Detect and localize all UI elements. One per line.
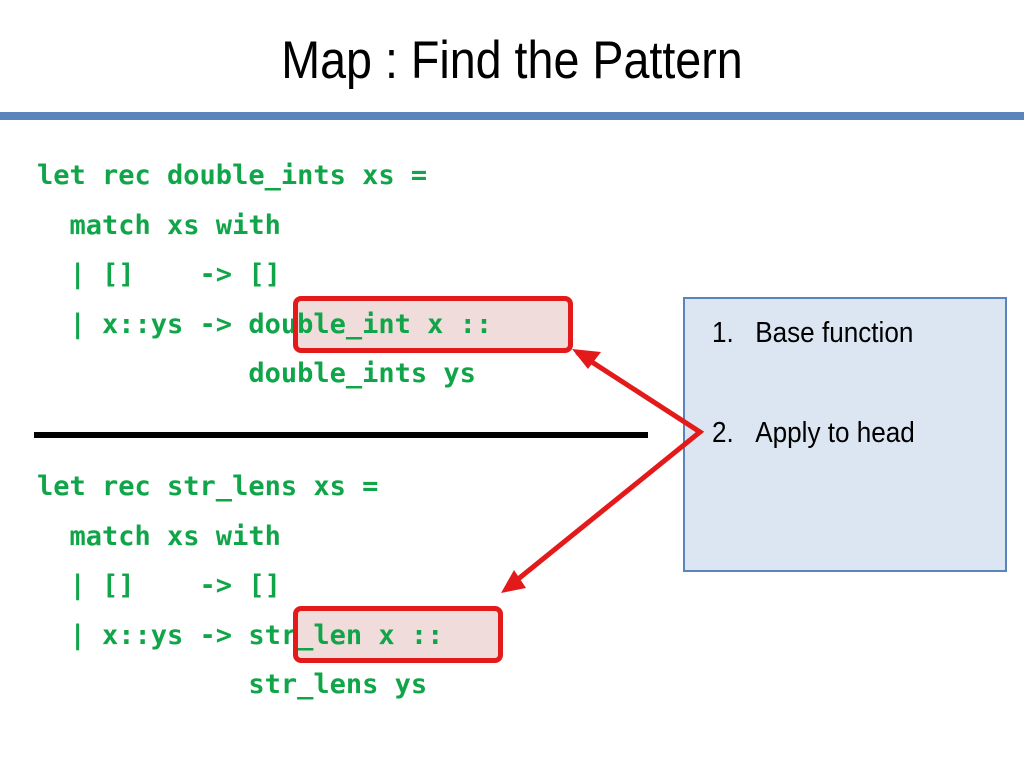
code-line: match xs with [37, 520, 281, 552]
callout-item-label: Apply to head [755, 417, 915, 449]
section-divider [34, 432, 648, 438]
code-block-double-ints: let rec double_ints xs = match xs with |… [37, 151, 492, 399]
title-underline [0, 112, 1024, 120]
code-line: | [] -> [] [37, 570, 281, 601]
highlight-box-double-int [293, 296, 573, 353]
code-block-str-lens: let rec str_lens xs = match xs with | []… [37, 462, 443, 710]
callout-box: 1. Base function 2. Apply to head [683, 297, 1007, 572]
callout-item-apply-to-head: 2. Apply to head [712, 417, 915, 450]
code-line: double_ints ys [37, 358, 476, 389]
highlight-fill-double-int [296, 299, 570, 350]
callout-item-label: Base function [755, 317, 914, 349]
arrow-connector [504, 350, 705, 591]
code-line: match xs with [37, 209, 281, 241]
code-line: str_lens ys [37, 669, 428, 700]
highlight-box-str-len [293, 606, 503, 663]
code-line: let rec double_ints xs = [37, 160, 428, 191]
highlight-fill-str-len [296, 609, 500, 660]
callout-item-number: 1. [712, 317, 734, 349]
arrow-head-down-icon [501, 570, 526, 593]
code-line: | [] -> [] [37, 259, 281, 290]
code-line: | x::ys -> str_len x :: [37, 619, 444, 651]
callout-item-number: 2. [712, 417, 734, 449]
arrow-head-up-icon [572, 349, 601, 369]
code-line: | x::ys -> double_int x :: [37, 308, 493, 340]
slide-title: Map : Find the Pattern [281, 31, 743, 90]
callout-item-base-function: 1. Base function [712, 317, 913, 350]
code-line: let rec str_lens xs = [37, 471, 379, 502]
